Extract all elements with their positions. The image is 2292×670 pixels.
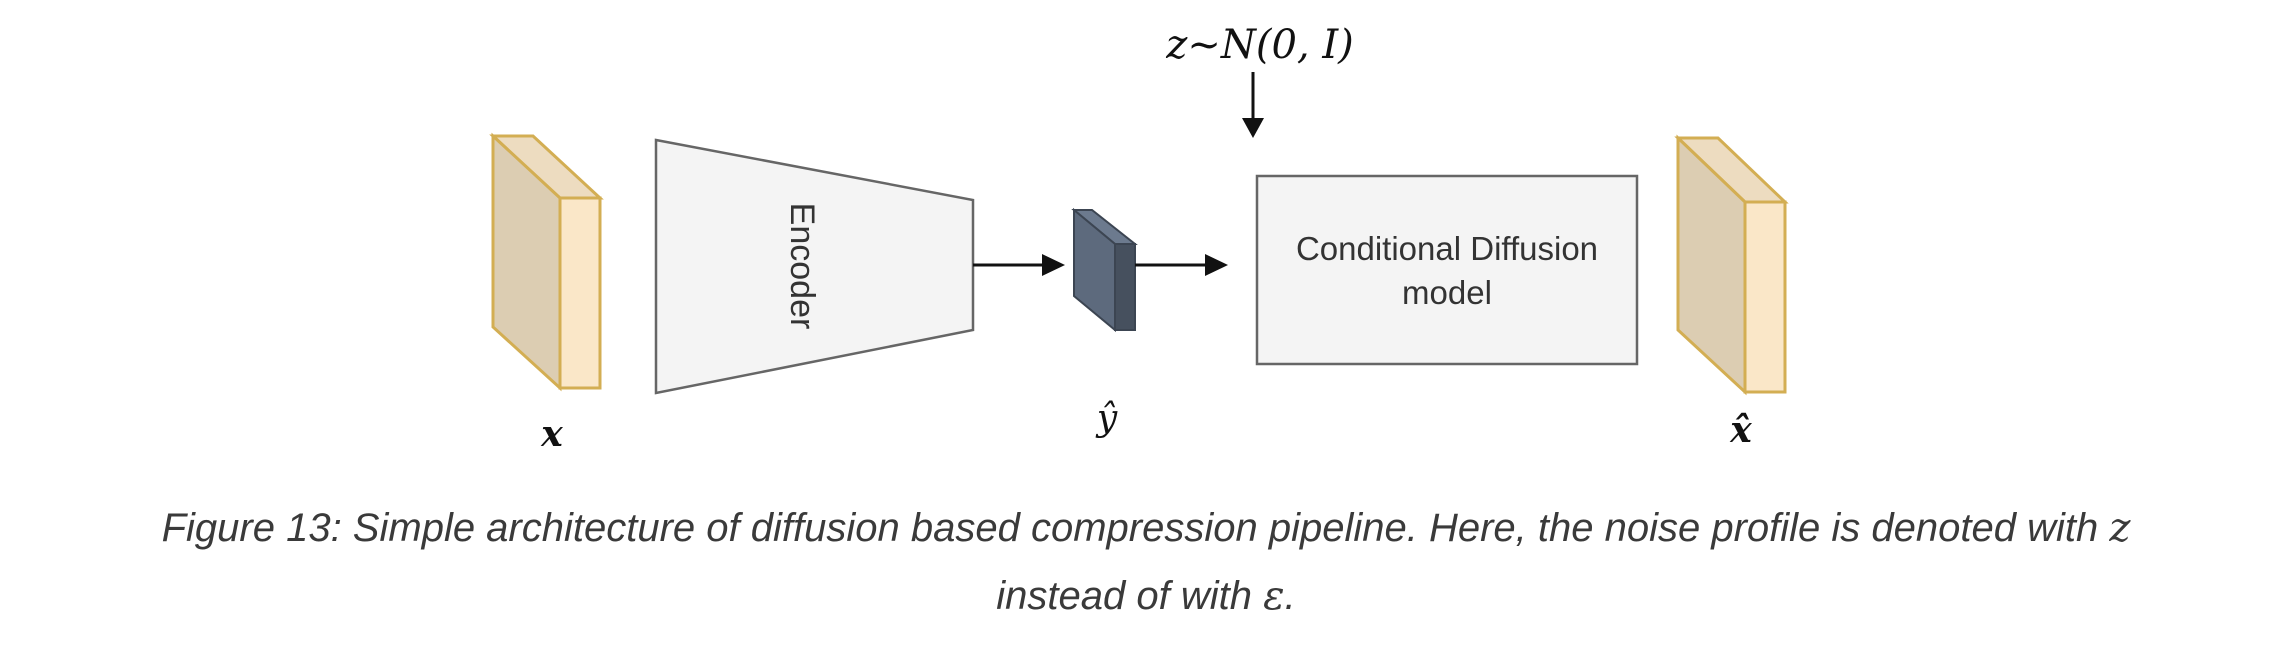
latent-tensor (1071, 207, 1138, 333)
diffusion-label-line1: Conditional Diffusion (1296, 230, 1598, 267)
caption-text: Figure 13: Simple architecture of diffus… (161, 506, 2110, 550)
diffusion-block (1255, 174, 1639, 366)
output-tensor-front (1743, 200, 1787, 394)
output-symbol: x̂ (1729, 409, 1752, 451)
encoder-block (654, 138, 975, 395)
input-symbol: x (540, 413, 563, 455)
input-tensor-front (558, 196, 602, 390)
latent-tensor-front (1114, 243, 1136, 331)
caption-text-line2: instead of with (996, 574, 1264, 618)
caption-epsilon-symbol: ε (1263, 573, 1285, 619)
caption-line-2: instead of with ε. (40, 562, 2252, 630)
figure-caption: Figure 13: Simple architecture of diffus… (40, 494, 2252, 630)
noise-arrow-head (1242, 118, 1264, 138)
output-tensor (1674, 134, 1789, 396)
caption-z-symbol: z (2109, 505, 2131, 551)
arrow-encoder-to-latent-head (1042, 254, 1065, 276)
caption-line-1: Figure 13: Simple architecture of diffus… (40, 494, 2252, 562)
input-tensor (489, 132, 604, 392)
encoder-label: Encoder (783, 203, 821, 330)
diffusion-label-line2: model (1402, 274, 1492, 311)
noise-label: z~N(0, I) (1165, 22, 1353, 68)
caption-period: . (1284, 574, 1296, 618)
arrow-latent-to-diffusion-head (1205, 254, 1228, 276)
latent-symbol: ŷ (1095, 398, 1118, 439)
